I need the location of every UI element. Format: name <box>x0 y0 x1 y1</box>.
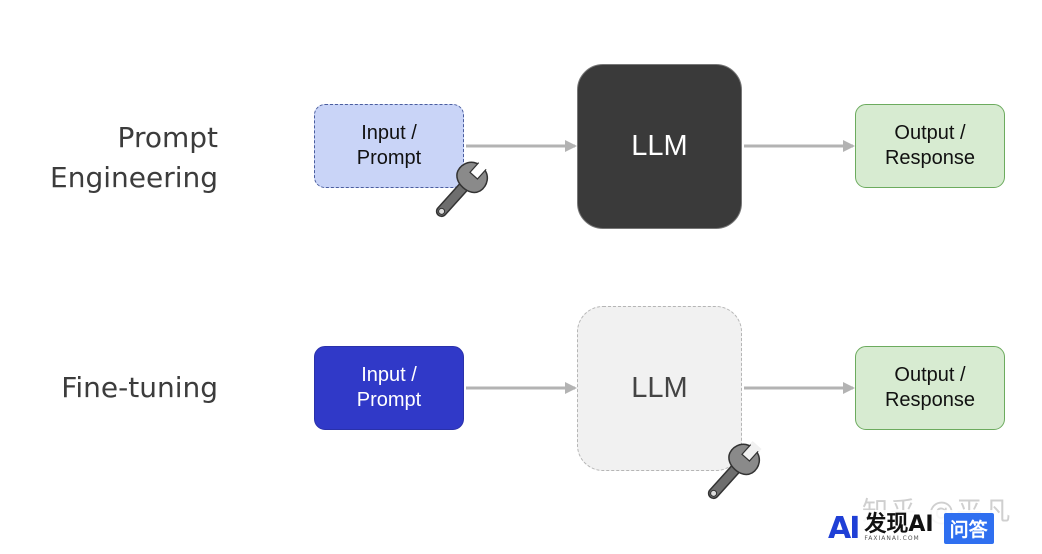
wrench-icon <box>707 441 762 500</box>
ft-output-box: Output / Response <box>855 346 1005 430</box>
wrench-icon <box>435 159 490 218</box>
brand-name: 发现AI <box>864 512 934 537</box>
pe-input-box: Input / Prompt <box>314 104 464 188</box>
brand-logo-mark: AI <box>828 510 860 546</box>
brand-watermark: AI 发现AI FAXIANAI.COM 问答 <box>828 510 994 546</box>
ft-input-box: Input / Prompt <box>314 346 464 430</box>
row-label-prompt-engineering: Prompt Engineering <box>50 121 218 194</box>
brand-domain: FAXIANAI.COM <box>864 535 920 542</box>
brand-badge: 问答 <box>943 512 994 544</box>
pe-llm-box: LLM <box>577 64 742 229</box>
ft-llm-box: LLM <box>577 306 742 471</box>
row-label-fine-tuning: Fine-tuning <box>61 371 218 404</box>
pe-output-box: Output / Response <box>855 104 1005 188</box>
